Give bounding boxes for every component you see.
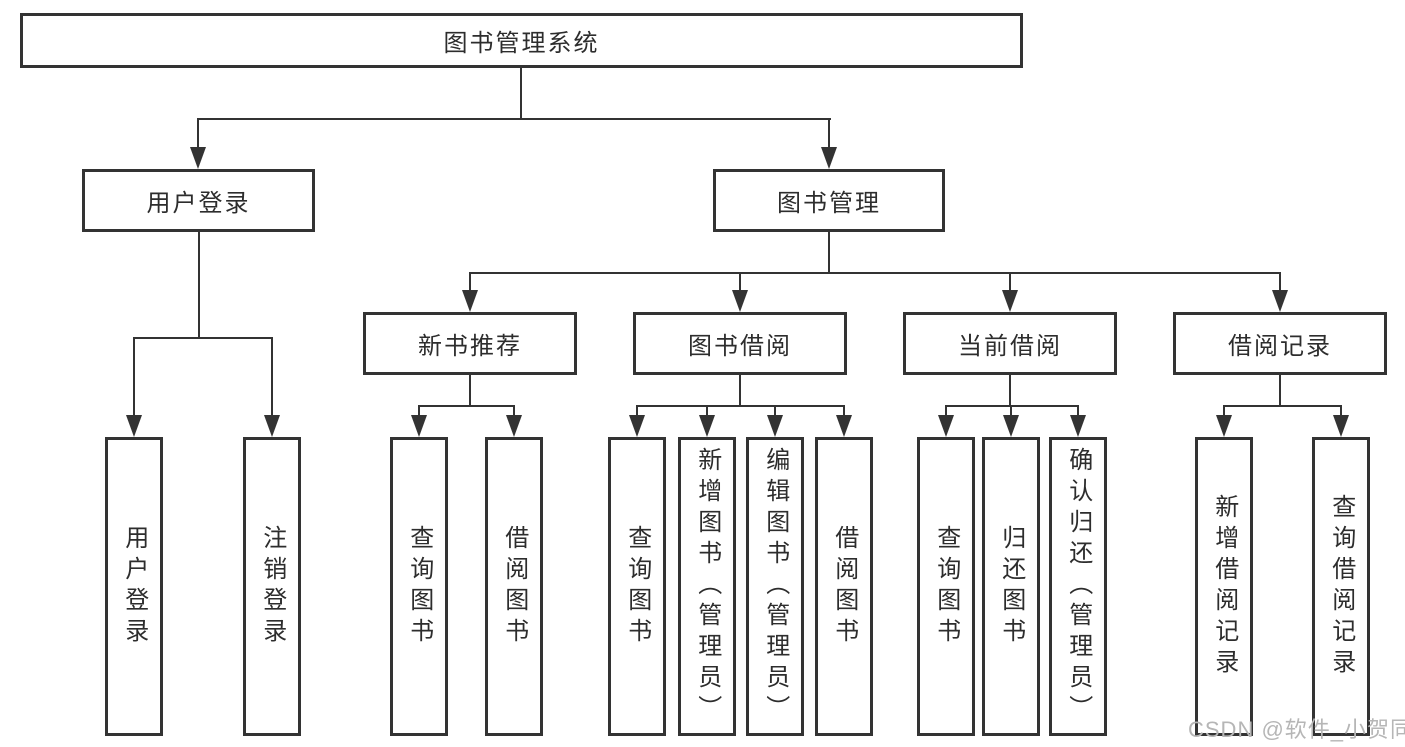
- node-label: 新书推荐: [418, 333, 522, 360]
- connector-line: [945, 405, 1079, 407]
- arrowhead-icon: [821, 147, 837, 169]
- connector-line: [418, 405, 515, 407]
- arrowhead-icon: [264, 415, 280, 437]
- node-label: 当前借阅: [958, 333, 1062, 360]
- leaf-logout-login: 注销登录: [243, 437, 301, 736]
- connector-line: [1279, 272, 1281, 291]
- connector-line: [197, 118, 199, 147]
- node-new-book-recommend: 新书推荐: [363, 312, 577, 375]
- node-label: 新增借阅记录: [1210, 493, 1238, 680]
- leaf-query-books-current: 查询图书: [917, 437, 975, 736]
- leaf-borrow-books: 借阅图书: [815, 437, 873, 736]
- arrowhead-icon: [506, 415, 522, 437]
- connector-line: [469, 375, 471, 407]
- leaf-borrow-books-recommend: 借阅图书: [485, 437, 543, 736]
- node-label: 用户登录: [120, 524, 148, 649]
- node-label: 注销登录: [258, 524, 286, 649]
- node-user-login: 用户登录: [82, 169, 315, 232]
- connector-line: [1010, 405, 1012, 417]
- arrowhead-icon: [1002, 290, 1018, 312]
- node-book-management: 图书管理: [713, 169, 945, 232]
- node-label: 借阅图书: [830, 524, 858, 649]
- connector-line: [636, 405, 638, 417]
- connector-line: [1279, 375, 1281, 407]
- arrowhead-icon: [1003, 415, 1019, 437]
- node-current-borrowing: 当前借阅: [903, 312, 1117, 375]
- connector-line: [945, 405, 947, 417]
- connector-line: [1009, 272, 1011, 291]
- node-label: 借阅记录: [1228, 333, 1332, 360]
- connector-line: [739, 375, 741, 407]
- node-label: 用户登录: [146, 190, 251, 217]
- connector-line: [198, 118, 831, 120]
- connector-line: [418, 405, 420, 417]
- node-label: 确认归还（管理员）: [1064, 447, 1092, 726]
- arrowhead-icon: [411, 415, 427, 437]
- leaf-add-books-admin: 新增图书（管理员）: [678, 437, 736, 736]
- connector-line: [520, 68, 522, 118]
- arrowhead-icon: [938, 415, 954, 437]
- arrowhead-icon: [1070, 415, 1086, 437]
- node-label: 新增图书（管理员）: [693, 447, 721, 726]
- connector-line: [1077, 405, 1079, 417]
- connector-line: [636, 405, 845, 407]
- connector-line: [271, 337, 273, 415]
- leaf-query-books-borrowing: 查询图书: [608, 437, 666, 736]
- node-label: 借阅图书: [500, 524, 528, 649]
- connector-line: [133, 337, 135, 415]
- connector-line: [843, 405, 845, 417]
- connector-line: [1223, 405, 1342, 407]
- node-label: 归还图书: [997, 524, 1025, 649]
- leaf-query-books-recommend: 查询图书: [390, 437, 448, 736]
- node-label: 图书管理: [777, 190, 881, 217]
- node-borrowing-records: 借阅记录: [1173, 312, 1387, 375]
- arrowhead-icon: [462, 290, 478, 312]
- connector-line: [1223, 405, 1225, 417]
- arrowhead-icon: [126, 415, 142, 437]
- connector-line: [469, 272, 471, 291]
- connector-line: [133, 337, 273, 339]
- node-label: 编辑图书（管理员）: [761, 447, 789, 726]
- node-label: 查询图书: [405, 524, 433, 649]
- leaf-user-login: 用户登录: [105, 437, 163, 736]
- arrowhead-icon: [767, 415, 783, 437]
- node-book-borrowing: 图书借阅: [633, 312, 847, 375]
- arrowhead-icon: [1333, 415, 1349, 437]
- leaf-edit-books-admin: 编辑图书（管理员）: [746, 437, 804, 736]
- connector-line: [774, 405, 776, 417]
- leaf-query-borrow-record: 查询借阅记录: [1312, 437, 1370, 736]
- connector-line: [828, 118, 830, 147]
- connector-line: [469, 272, 1281, 274]
- node-label: 查询图书: [932, 524, 960, 649]
- leaf-add-borrow-record: 新增借阅记录: [1195, 437, 1253, 736]
- csdn-watermark: CSDN @软件_小贺同学: [1188, 717, 1405, 742]
- leaf-confirm-return-admin: 确认归还（管理员）: [1049, 437, 1107, 736]
- connector-line: [513, 405, 515, 417]
- node-label: 图书借阅: [688, 333, 792, 360]
- connector-line: [198, 232, 200, 337]
- node-label: 查询图书: [623, 524, 651, 649]
- arrowhead-icon: [836, 415, 852, 437]
- connector-line: [828, 232, 830, 274]
- connector-line: [1340, 405, 1342, 417]
- arrowhead-icon: [732, 290, 748, 312]
- connector-line: [1009, 375, 1011, 407]
- arrowhead-icon: [699, 415, 715, 437]
- leaf-return-books: 归还图书: [982, 437, 1040, 736]
- node-label: 查询借阅记录: [1327, 493, 1355, 680]
- arrowhead-icon: [629, 415, 645, 437]
- arrowhead-icon: [1216, 415, 1232, 437]
- arrowhead-icon: [190, 147, 206, 169]
- node-root-library-system: 图书管理系统: [20, 13, 1023, 68]
- connector-line: [739, 272, 741, 291]
- node-label: 图书管理系统: [443, 30, 600, 57]
- arrowhead-icon: [1272, 290, 1288, 312]
- connector-line: [706, 405, 708, 417]
